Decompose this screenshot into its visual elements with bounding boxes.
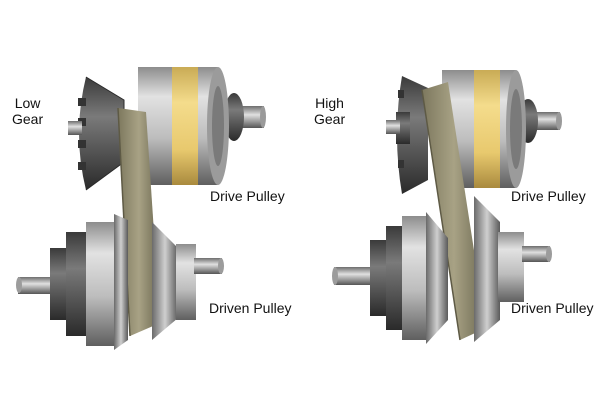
high-gear-label-line2: Gear — [314, 111, 346, 127]
driven-shaft-left — [332, 267, 374, 285]
high-gear-label: High Gear — [314, 95, 345, 127]
low-drive-pulley-label: Drive Pulley — [210, 188, 285, 204]
high-drive-pulley-label: Drive Pulley — [511, 188, 586, 204]
drive-sheave-left — [68, 76, 125, 191]
drive-sheave-left — [386, 76, 428, 194]
driven-pulley-body — [370, 196, 524, 344]
low-gear-label: Low Gear — [12, 95, 43, 127]
drive-pulley-drum — [138, 67, 229, 185]
low-driven-pulley-label: Driven Pulley — [209, 300, 292, 316]
high-driven-pulley-label: Driven Pulley — [511, 300, 594, 316]
low-gear-label-line1: Low — [14, 95, 41, 111]
high-gear-assembly — [332, 70, 562, 344]
driven-shaft-right — [522, 246, 552, 262]
low-gear-label-line2: Gear — [12, 111, 44, 127]
high-gear-label-line1: High — [315, 95, 344, 111]
drive-shaft-right — [224, 93, 266, 141]
driven-shaft-right — [194, 258, 224, 274]
low-gear-assembly — [16, 67, 266, 350]
driven-shaft-left — [16, 277, 54, 294]
driven-pulley-body — [50, 214, 196, 350]
drive-belt-high — [421, 82, 486, 341]
